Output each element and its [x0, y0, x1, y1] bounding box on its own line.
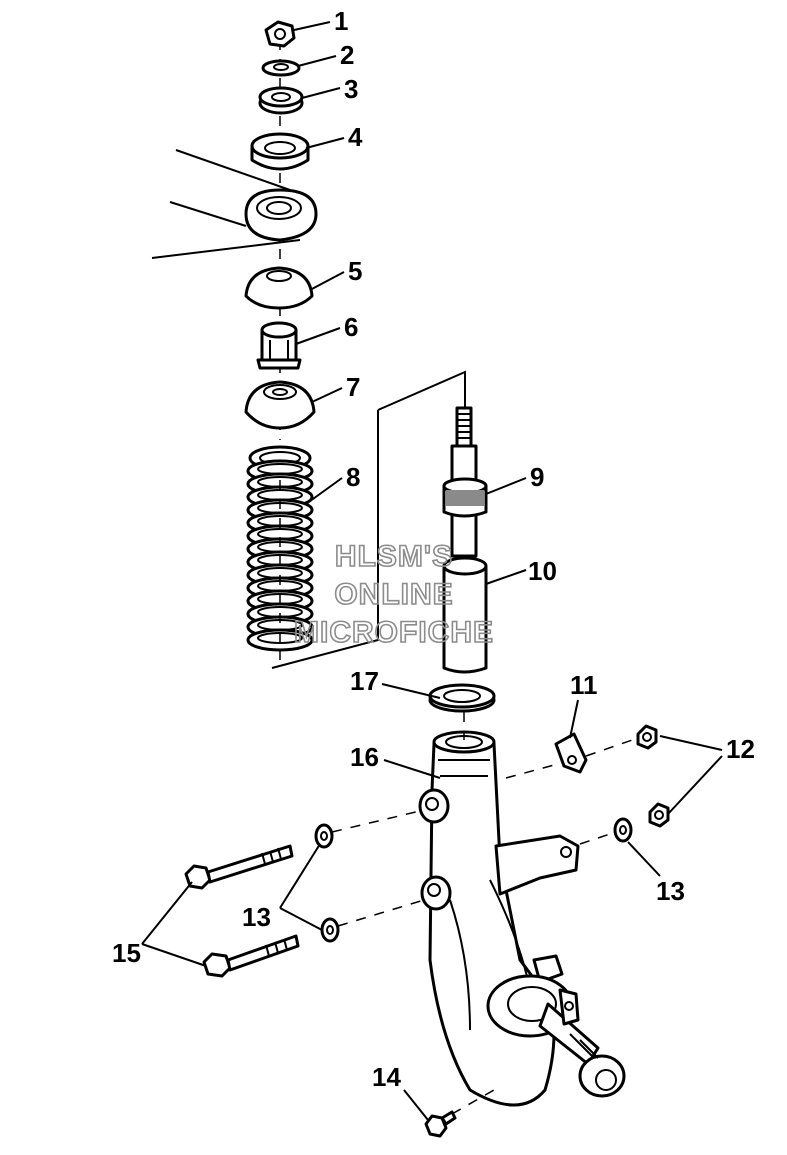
part-15-bolt-lower [202, 934, 300, 978]
callout-2: 2 [340, 40, 354, 70]
part-13-washer-lower [320, 917, 340, 943]
callout-15: 15 [112, 938, 141, 968]
part-17-washer [428, 683, 496, 713]
callout-9: 9 [530, 462, 544, 492]
part-10-strut [442, 406, 488, 674]
watermark-line-2: ONLINE [334, 578, 453, 611]
part-3-bushing [258, 86, 304, 115]
assembly-guides [279, 480, 639, 1115]
callout-11: 11 [570, 670, 598, 700]
callout-5: 5 [348, 256, 362, 286]
part-11-clip [554, 732, 588, 774]
part-2-washer [261, 59, 301, 77]
callout-1: 1 [334, 6, 348, 36]
part-8-coil-spring [246, 445, 314, 652]
callout-4: 4 [348, 122, 363, 152]
assembly-bracket-line [271, 370, 466, 669]
callout-7: 7 [346, 372, 360, 402]
callout-14: 14 [372, 1062, 401, 1092]
part-15-bolt-upper [184, 844, 294, 890]
watermark: HLSM'S ONLINE MICROFICHE [293, 539, 494, 650]
part-13-washer-upper [314, 823, 334, 849]
part-6-spacer [256, 321, 302, 370]
callout-8: 8 [346, 462, 360, 492]
part-16-spindle-knuckle [418, 730, 626, 1107]
callout-16: 16 [350, 742, 379, 772]
callout-3: 3 [344, 74, 358, 104]
part-14-grease-fitting [424, 1110, 457, 1138]
callout-13-right: 13 [656, 876, 685, 906]
part-5-dome-bushing [244, 266, 314, 310]
mounting-plate [151, 149, 318, 259]
part-12-nut-upper [636, 724, 658, 750]
callout-12: 12 [726, 734, 755, 764]
callout-10: 10 [528, 556, 557, 586]
part-13-washer-right [613, 817, 633, 843]
part-4-cup-bushing [250, 132, 310, 171]
leader-lines [141, 21, 723, 1121]
watermark-line-1: HLSM'S [335, 540, 453, 573]
part-9-bumper [442, 477, 488, 518]
callout-17: 17 [350, 666, 379, 696]
callout-6: 6 [344, 312, 358, 342]
part-1-nut [264, 20, 296, 48]
callout-13-left: 13 [242, 902, 271, 932]
watermark-line-3: MICROFICHE [294, 616, 494, 649]
part-12-nut-lower [648, 802, 670, 828]
part-7-spring-seat [244, 380, 316, 430]
callout-labels: 1 2 3 4 5 6 7 8 9 10 11 12 13 13 14 15 1… [112, 6, 755, 1092]
